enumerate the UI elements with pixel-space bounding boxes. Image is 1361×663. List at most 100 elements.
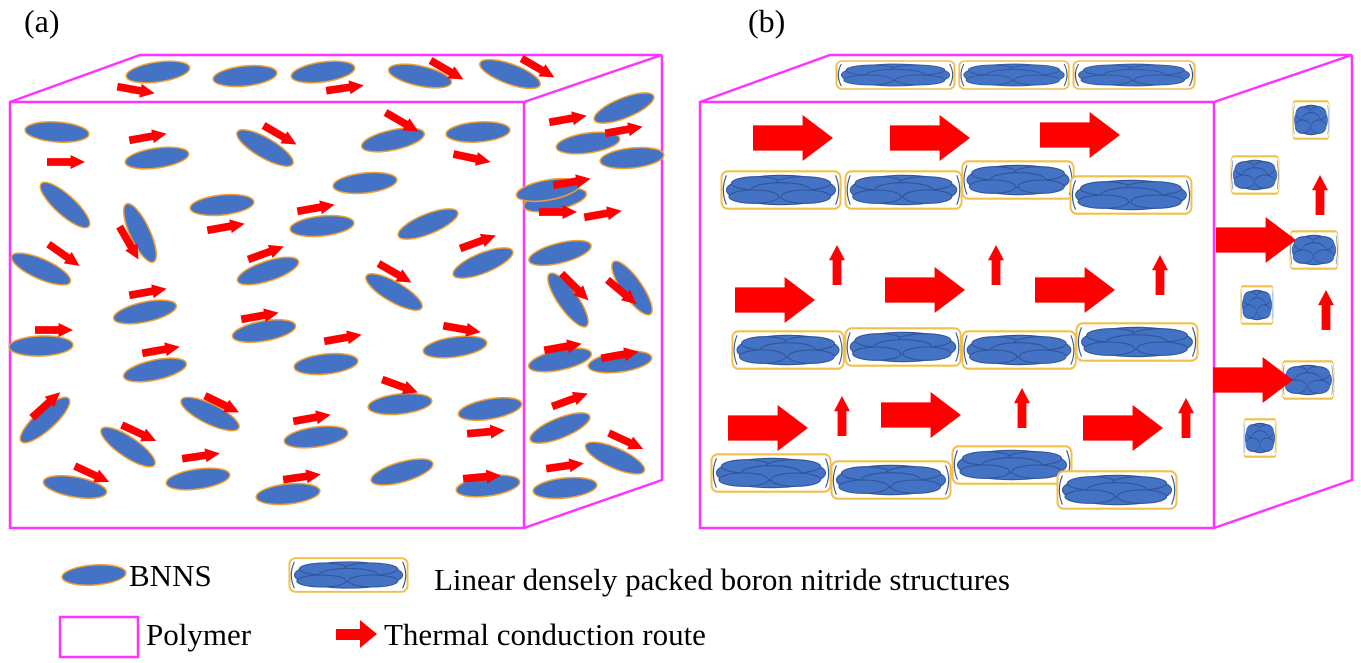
conduction-arrow	[128, 129, 167, 145]
conduction-arrow	[282, 469, 321, 484]
conduction-arrow	[240, 308, 279, 324]
bn-structure	[844, 170, 963, 210]
conduction-arrow	[246, 244, 284, 264]
conduction-arrow	[383, 109, 419, 132]
bn-structure	[1056, 470, 1178, 510]
bnns-flake	[422, 335, 488, 359]
polymer-box-a	[8, 53, 664, 530]
conduction-arrow	[1178, 398, 1194, 438]
bn-structure	[961, 330, 1077, 370]
bnns-flake	[165, 467, 231, 491]
conduction-arrow	[545, 458, 584, 473]
polymer-box-b	[698, 53, 1354, 530]
bnns-flake	[283, 425, 349, 449]
bnns-flake	[231, 318, 297, 344]
conduction-arrow	[558, 270, 589, 301]
bnns-flake	[332, 171, 398, 195]
conduction-arrow	[753, 115, 833, 161]
bn-structure	[1240, 285, 1274, 325]
conduction-arrow	[1312, 175, 1328, 215]
legend-bnns-icon	[61, 564, 127, 586]
bnns-flake	[10, 252, 72, 286]
conduction-arrow	[116, 82, 155, 98]
conduction-arrow	[1216, 217, 1296, 263]
bnns-flake	[452, 247, 514, 279]
bnns-flake	[39, 181, 91, 229]
conduction-arrow	[462, 469, 501, 484]
bnns-flake	[599, 146, 665, 170]
bnns-flake	[8, 335, 74, 357]
bnns-flake	[180, 396, 240, 432]
bn-structure	[731, 330, 845, 370]
bnns-flake	[236, 256, 300, 286]
conduction-arrow	[35, 323, 73, 337]
legend-structure-icon	[288, 557, 409, 593]
legend: BNNS Linear densely packed boron nitride…	[58, 557, 1010, 659]
conduction-arrow	[452, 150, 491, 166]
conduction-arrow	[296, 200, 335, 216]
conduction-arrow	[552, 174, 591, 190]
legend-structure-label: Linear densely packed boron nitride stru…	[434, 562, 1010, 597]
bn-structure	[844, 327, 962, 367]
bnns-flake	[236, 129, 294, 167]
bnns-flake	[370, 458, 434, 486]
bnns-flake	[290, 60, 356, 84]
bnns-flake	[365, 273, 423, 311]
conduction-arrow	[442, 321, 481, 337]
conduction-arrow	[116, 224, 139, 260]
conduction-arrow	[988, 245, 1004, 285]
conduction-arrow	[1083, 405, 1163, 451]
conduction-arrow	[548, 111, 587, 127]
conduction-arrow	[539, 205, 577, 219]
conduction-arrow	[728, 405, 808, 451]
bn-structure	[961, 160, 1075, 200]
conduction-arrow	[376, 260, 412, 283]
bnns-flake	[584, 441, 646, 475]
bn-structure	[1292, 100, 1330, 140]
conduction-arrow	[120, 421, 157, 442]
bn-structure	[1069, 175, 1193, 215]
bnns-flake	[122, 357, 188, 383]
conduction-arrow	[46, 240, 80, 266]
conduction-arrow	[890, 115, 970, 161]
conduction-arrow	[47, 155, 85, 169]
bnns-flake	[445, 121, 511, 143]
bn-structure	[1075, 322, 1199, 362]
conduction-arrow	[73, 462, 110, 483]
conduction-arrow	[29, 392, 61, 421]
bnns-flake	[367, 392, 433, 416]
conduction-arrow	[519, 55, 555, 78]
conduction-arrow	[181, 448, 220, 463]
conduction-arrow	[607, 429, 644, 450]
legend-polymer-icon	[58, 615, 140, 659]
bnns-flake	[528, 239, 592, 267]
conduction-arrow	[323, 330, 362, 346]
conduction-arrow	[550, 391, 588, 411]
conduction-arrow	[834, 396, 850, 436]
bn-structure	[1289, 230, 1339, 270]
conduction-arrow	[829, 245, 845, 285]
conduction-arrow	[380, 375, 418, 395]
bnns-flake	[478, 58, 542, 90]
legend-arrow-icon	[336, 620, 377, 648]
bnns-flake	[593, 92, 655, 124]
conduction-arrow	[141, 342, 180, 358]
conduction-arrow	[466, 424, 505, 439]
legend-polymer-label: Polymer	[146, 617, 252, 652]
conduction-arrow	[206, 219, 245, 235]
bnns-flake	[360, 127, 426, 153]
bnns-flake	[42, 474, 108, 500]
bnns-flake	[189, 193, 255, 217]
conduction-arrow	[604, 276, 637, 305]
conduction-arrow	[881, 392, 961, 438]
bn-structure	[830, 460, 952, 500]
bn-structure	[1230, 155, 1280, 195]
bnns-flake	[457, 396, 523, 422]
bnns-flake	[289, 214, 355, 238]
conduction-arrow	[600, 347, 639, 363]
conduction-arrow	[128, 284, 167, 300]
bnns-flake	[255, 482, 321, 506]
bn-structure	[1072, 60, 1196, 90]
bnns-flake	[19, 396, 71, 444]
conduction-arrow	[1318, 290, 1334, 330]
